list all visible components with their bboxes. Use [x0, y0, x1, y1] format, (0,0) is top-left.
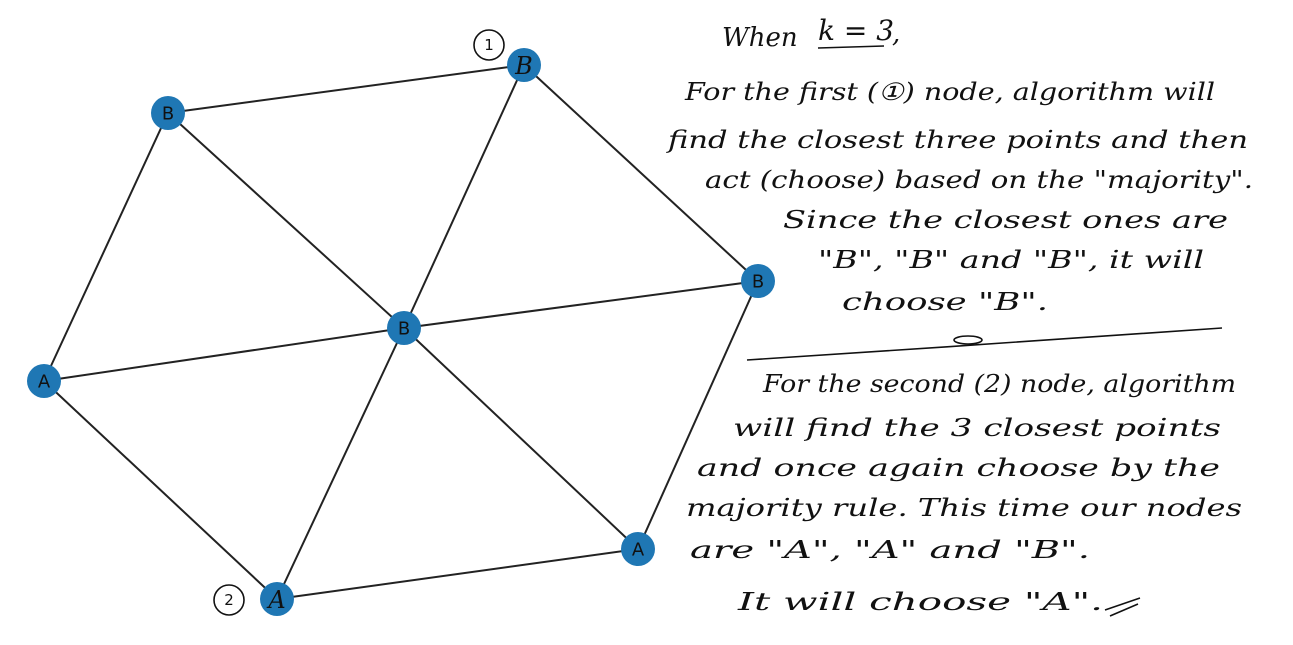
node-circle — [260, 582, 294, 616]
handwritten-notes: When k = 3 , For the first (①) node, alg… — [665, 14, 1253, 617]
node-left: A — [27, 364, 61, 398]
node-circle — [27, 364, 61, 398]
node-top-right-upper: B1 — [473, 29, 541, 82]
edge-left-center — [43, 327, 405, 382]
edge-bottom-right-bottom-left — [276, 548, 639, 600]
node-label: B — [752, 272, 764, 293]
part1-line-1: For the first (①) node, algorithm will — [684, 78, 1215, 106]
part2-line-2: will find the 3 closest points — [733, 414, 1221, 442]
edge-left-top-left — [43, 112, 169, 382]
edge-top-right-upper-center — [403, 64, 525, 329]
node-label: B — [162, 104, 174, 125]
part2-line-3: and once again choose by the — [697, 454, 1220, 482]
edge-bottom-left-center — [276, 327, 405, 600]
part1-line-4: Since the closest ones are — [783, 206, 1228, 234]
edge-right-center — [403, 280, 759, 329]
node-circle — [741, 264, 775, 298]
node-center: B — [387, 311, 421, 345]
node-marker-circle — [213, 584, 245, 616]
part2-line-4: majority rule. This time our nodes — [686, 494, 1242, 522]
edge-right-bottom-right — [637, 280, 759, 550]
edge-top-left-center — [167, 112, 405, 329]
edge-bottom-left-left — [43, 380, 278, 600]
part2-line-6: It will choose "A". — [736, 588, 1103, 616]
node-circle — [387, 311, 421, 345]
node-marker-circle — [473, 29, 505, 61]
node-circle — [151, 96, 185, 130]
edge-bottom-right-center — [403, 327, 639, 550]
notes-heading-suffix: , — [892, 19, 900, 49]
part2-line-5: are "A", "A" and "B". — [690, 536, 1090, 564]
part1-line-3: act (choose) based on the "majority". — [705, 166, 1253, 194]
edge-top-right-upper-right — [523, 64, 759, 282]
node-bottom-right: A — [621, 532, 655, 566]
notes-heading-k: k = 3 — [818, 14, 894, 47]
node-label: A — [632, 540, 645, 561]
notes-heading-prefix: When — [722, 23, 798, 53]
divider-mark — [953, 335, 983, 345]
final-emphasis-strokes — [1104, 597, 1141, 617]
node-label: B — [398, 319, 410, 340]
node-bottom-left: A2 — [213, 582, 294, 616]
part1-line-5: "B", "B" and "B", it will — [818, 246, 1204, 274]
part1-line-2: find the closest three points and then — [665, 126, 1248, 154]
part1-line-6: choose "B". — [842, 288, 1048, 316]
node-label: A — [38, 372, 51, 393]
section-divider — [746, 327, 1223, 361]
edge-top-left-top-right-upper — [167, 64, 525, 114]
graph-edges — [43, 64, 759, 600]
node-label: B — [514, 52, 533, 80]
node-circle — [621, 532, 655, 566]
node-right: B — [741, 264, 775, 298]
part2-line-1: For the second (2) node, algorithm — [762, 370, 1236, 398]
node-top-left: B — [151, 96, 185, 130]
node-circle — [507, 48, 541, 82]
heading-underline — [817, 45, 885, 49]
node-marker-label: 2 — [224, 591, 234, 609]
node-label: A — [266, 586, 285, 614]
node-marker-label: 1 — [484, 36, 494, 54]
